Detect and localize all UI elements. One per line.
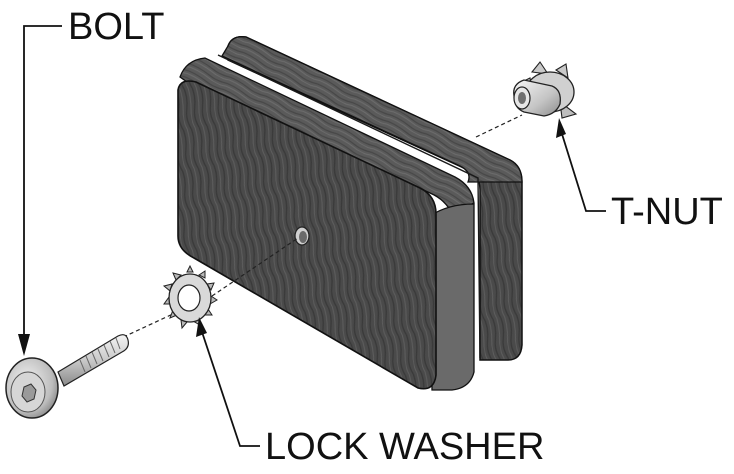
- axis-lines: [116, 114, 523, 341]
- tnut-arrow-icon: [556, 118, 566, 138]
- bolt-label: BOLT: [68, 6, 165, 48]
- t-nut: [513, 61, 578, 119]
- t-nut-label: T-NUT: [611, 191, 723, 233]
- lock-washer: [162, 264, 218, 330]
- lock-washer-label: LOCK WASHER: [265, 426, 545, 468]
- wood-block: [177, 35, 523, 391]
- bolt-leader: [23, 25, 62, 340]
- leader-lines: [23, 25, 606, 447]
- arrowheads: [18, 118, 566, 356]
- bolt: [5, 334, 129, 419]
- bolt-arrow-icon: [18, 334, 30, 356]
- tnut-leader: [561, 133, 606, 212]
- washer-arrow-icon: [196, 317, 207, 337]
- hex-socket-icon: [21, 383, 37, 403]
- washer-leader: [201, 331, 260, 447]
